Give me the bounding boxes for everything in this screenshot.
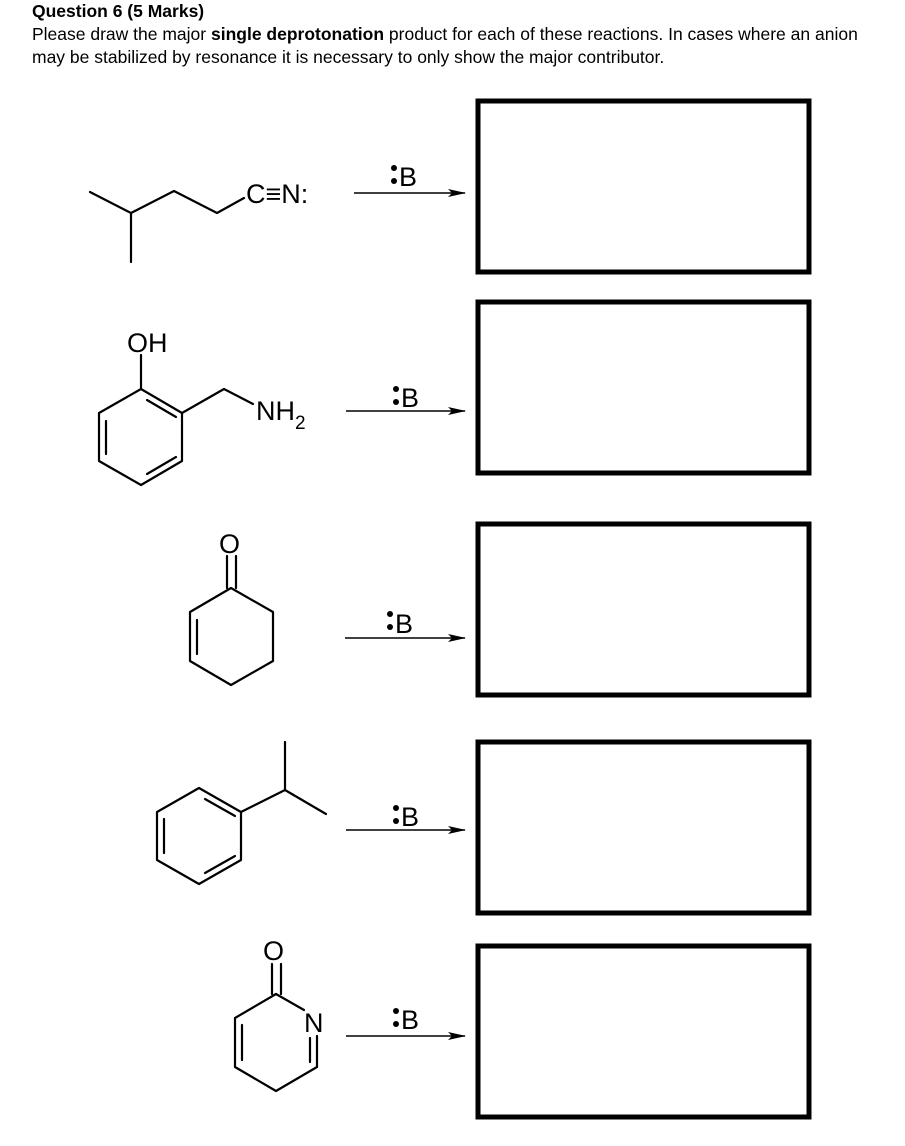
nitrile-group-label: C≡N: — [246, 179, 308, 209]
reagent-2: B — [393, 383, 419, 413]
answer-box-2[interactable] — [475, 299, 812, 476]
ring-nitrogen-label: N — [304, 1008, 324, 1038]
lone-pair-dot — [387, 611, 393, 617]
molecule-5-skeleton — [233, 962, 319, 1093]
answer-box-5[interactable] — [475, 943, 812, 1120]
question-instructions: Please draw the major single deprotonati… — [32, 23, 862, 69]
reaction-3: O B — [188, 521, 812, 698]
lone-pair-dot — [391, 165, 397, 171]
base-label: B — [401, 802, 419, 832]
reaction-2: OH NH2 B — [97, 299, 812, 487]
base-label: B — [401, 1005, 419, 1035]
amine-symbol: NH — [256, 396, 295, 426]
lone-pair-dot — [393, 1021, 399, 1027]
reagent-4: B — [393, 802, 419, 832]
reagent-3: B — [387, 609, 413, 639]
answer-box-3[interactable] — [475, 521, 812, 698]
molecule-4-skeleton — [155, 740, 328, 886]
reaction-1: C≡N: B — [88, 98, 812, 275]
lone-pair-dot — [393, 805, 399, 811]
carbonyl-oxygen-label: O — [219, 529, 240, 559]
hydroxyl-label: OH — [127, 328, 168, 358]
reagent-5: B — [393, 1005, 419, 1035]
lone-pair-dot — [393, 386, 399, 392]
lone-pair-dot — [391, 178, 397, 184]
answer-box-4[interactable] — [475, 739, 812, 916]
base-label: B — [399, 162, 417, 192]
molecule-1-skeleton — [88, 189, 246, 264]
lone-pair-dot — [387, 624, 393, 630]
reaction-4: B — [155, 739, 812, 916]
carbonyl-oxygen-label: O — [263, 936, 284, 966]
molecule-2-skeleton — [97, 353, 255, 487]
lone-pair-dot — [393, 1008, 399, 1014]
instructions-text-1: Please draw the major — [32, 24, 211, 44]
reaction-5: O N B — [233, 936, 812, 1120]
answer-box-1[interactable] — [475, 98, 812, 275]
instructions-text-2: product for each of these reactions. In … — [32, 24, 858, 67]
instructions-bold: single deprotonation — [210, 24, 385, 44]
base-label: B — [395, 609, 413, 639]
reagent-1: B — [391, 162, 417, 192]
lone-pair-dot — [393, 399, 399, 405]
base-label: B — [401, 383, 419, 413]
amine-label: NH2 — [256, 396, 306, 434]
question-title: Question 6 (5 Marks) — [32, 1, 205, 21]
amine-subscript: 2 — [295, 413, 306, 434]
molecule-3-skeleton — [188, 554, 275, 687]
lone-pair-dot — [393, 818, 399, 824]
